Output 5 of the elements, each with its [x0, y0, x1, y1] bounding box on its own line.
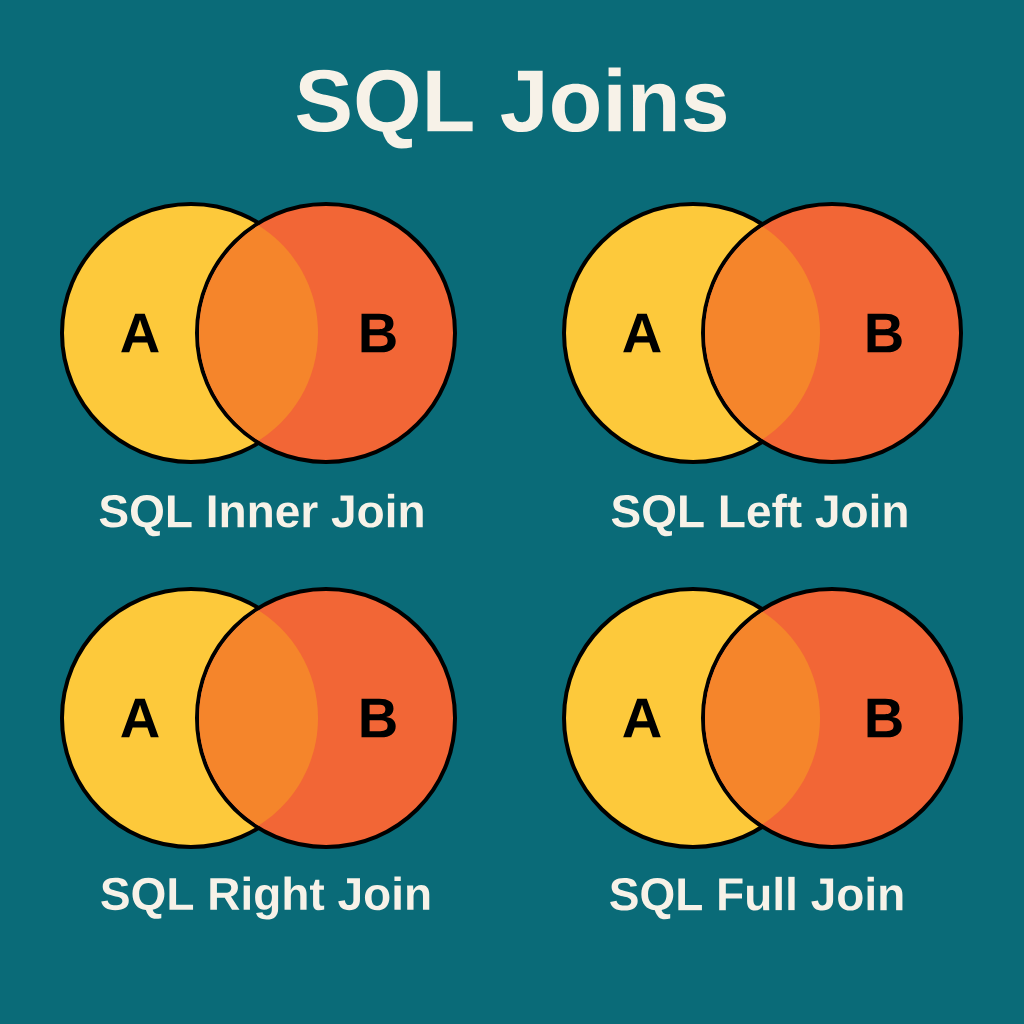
caption: SQL Right Join	[101, 876, 430, 920]
caption: SQL Inner Join	[99, 493, 423, 537]
title: SQL Joins	[296, 67, 726, 149]
caption: SQL Full Join	[610, 876, 903, 920]
caption: SQL Left Join	[611, 493, 907, 537]
